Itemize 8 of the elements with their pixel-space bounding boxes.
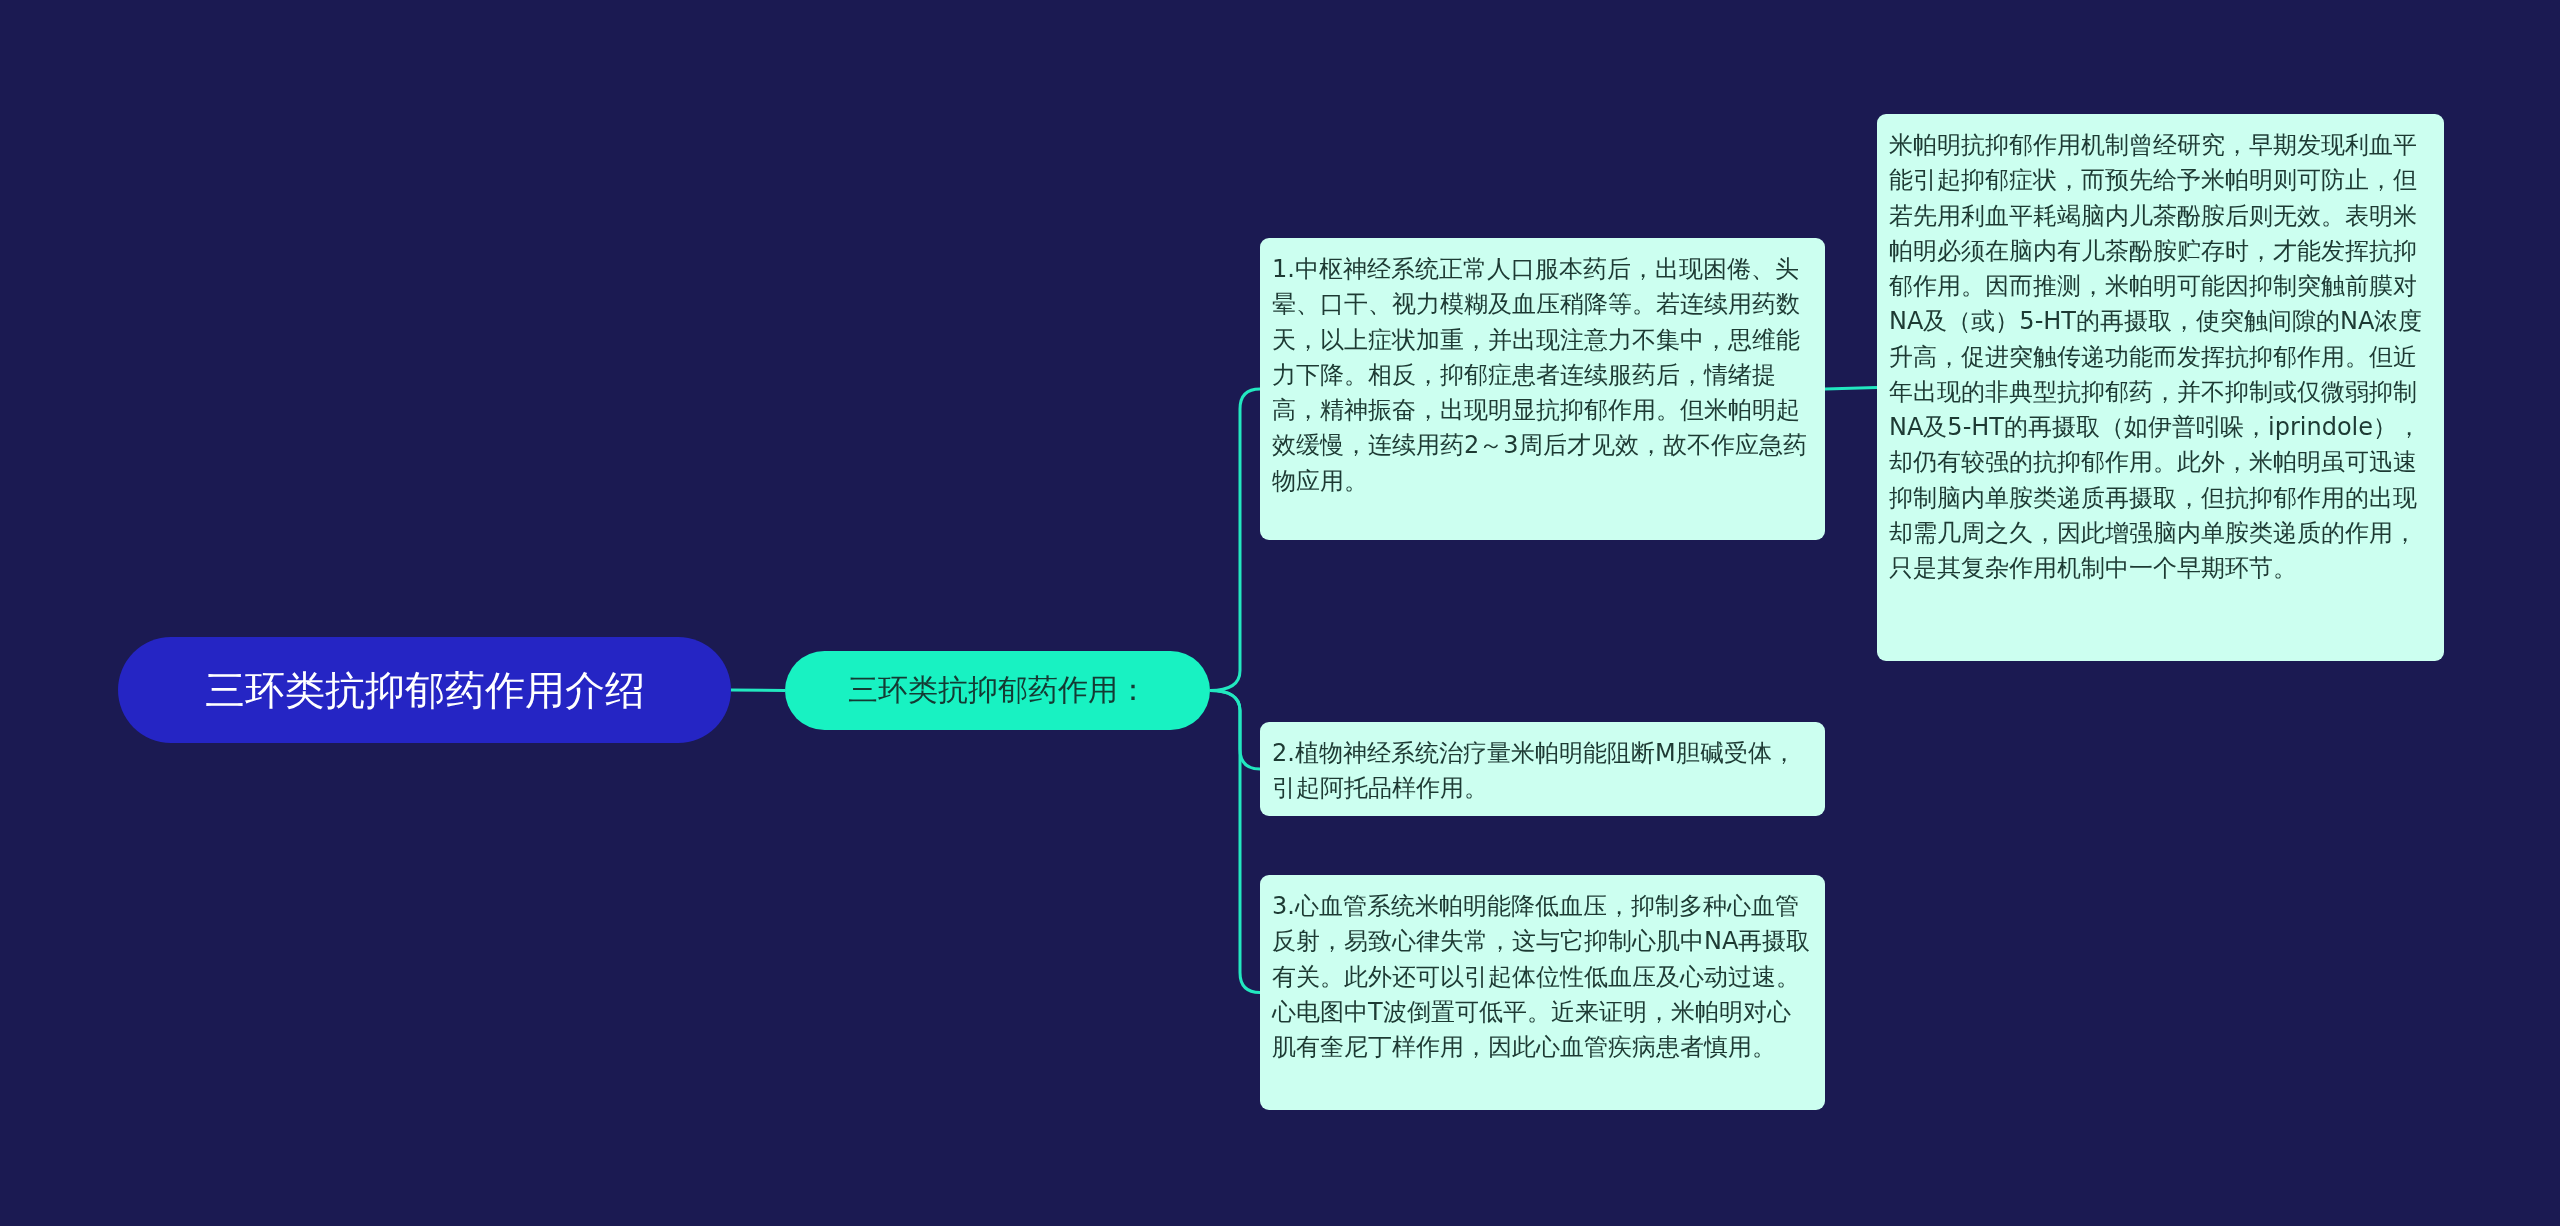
root-topic: 三环类抗抑郁药作用介绍	[118, 637, 731, 743]
text-box: 米帕明抗抑郁作用机制曾经研究，早期发现利血平能引起抑郁症状，而预先给予米帕明则可防止，但若先用利血平耗竭脑内儿茶酚胺后则无效。表明米帕明必须在脑内有儿茶酚胺贮存时，才能发挥抗抑郁作用。因而推测，米帕明可能因抑制突触前膜对NA及（或）5-HT的再摄取，使突触间隙的NA浓度升高，促进突触传递功能而发挥抗抑郁作用。但近年出现的非典型抗抑郁药，并不抑制或仅微弱抑制NA及5-HT的再摄取（如伊普吲哚，iprindole），却仍有较强的抗抑郁作用。此外，米帕明虽可迅速抑制脑内单胺类递质再摄取，但抗抑郁作用的出现却需几周之久，因此增强脑内单胺类递质的作用，只是其复杂作用机制中一个早期环节。	[1877, 114, 2444, 661]
text-box: 3.心血管系统米帕明能降低血压，抑制多种心血管反射，易致心律失常，这与它抑制心肌中NA再摄取有关。此外还可以引起体位性低血压及心动过速。心电图中T波倒置可低平。近来证明，米帕明对心肌有奎尼丁样作用，因此心血管疾病患者慎用。	[1260, 875, 1825, 1110]
connector-line	[1824, 386, 1878, 391]
text-box: 1.中枢神经系统正常人口服本药后，出现困倦、头晕、口干、视力模糊及血压稍降等。若连续用药数天，以上症状加重，并出现注意力不集中，思维能力下降。相反，抑郁症患者连续服药后，情绪提高，精神振奋，出现明显抗抑郁作用。但米帕明起效缓慢，连续用药2～3周后才见效，故不作应急药物应用。	[1260, 238, 1825, 540]
text-box: 2.植物神经系统治疗量米帕明能阻断M胆碱受体，引起阿托品样作用。	[1260, 722, 1825, 816]
connector-line	[731, 688, 785, 692]
topic-box: 三环类抗抑郁药作用：	[785, 651, 1210, 730]
